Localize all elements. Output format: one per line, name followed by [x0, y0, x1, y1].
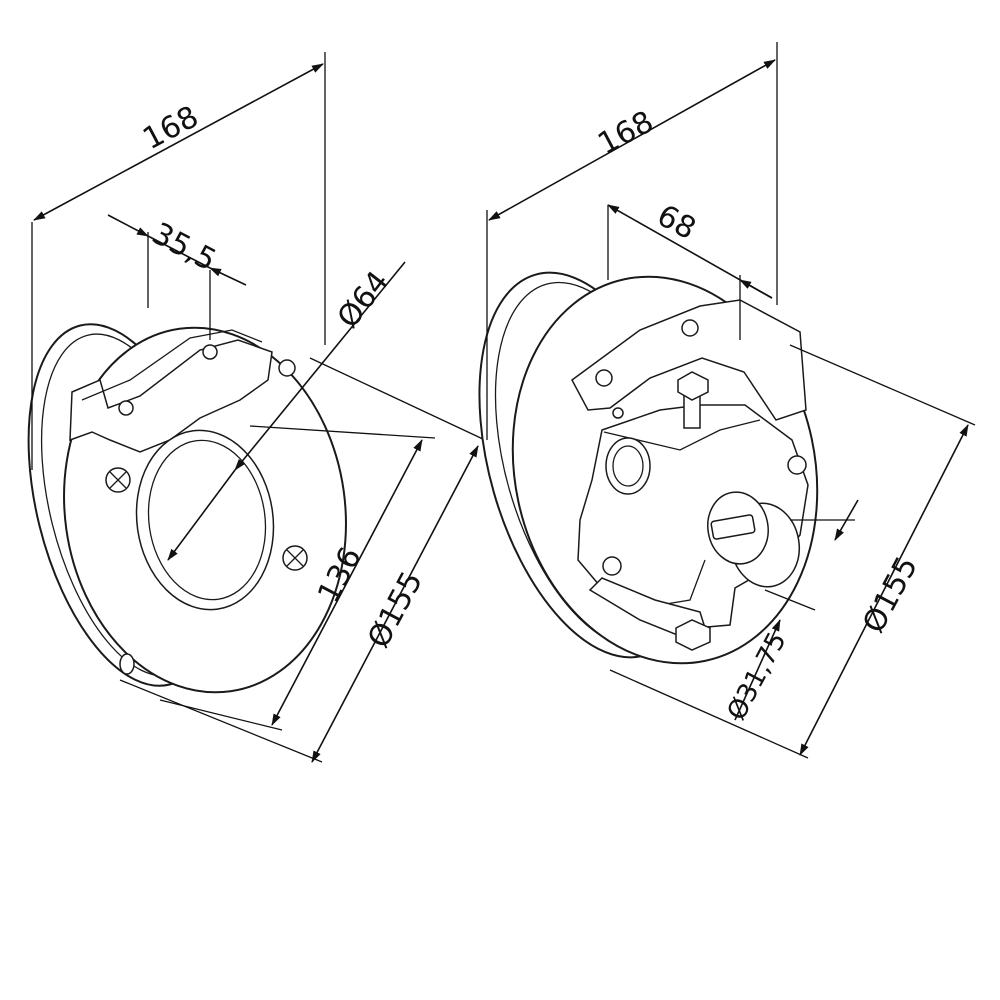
left-flange-bore-inner	[147, 439, 267, 601]
shaft-keyway	[710, 514, 756, 540]
dim-label-68: 68	[651, 198, 701, 247]
dim-label-dia-64: Ø64	[331, 265, 397, 335]
mounting-hole	[787, 455, 807, 475]
right-gearbox-part	[478, 271, 819, 665]
dim-line-dia-31-75	[834, 499, 859, 541]
mounting-hole	[681, 319, 699, 337]
dim-label-168-right: 168	[592, 104, 659, 162]
dim-line-168	[33, 63, 324, 221]
mounting-hole	[202, 344, 218, 360]
gearbox-lower-foot	[588, 577, 706, 641]
screw-icon	[105, 467, 131, 493]
dim-line-dia-155-right	[799, 424, 969, 756]
mounting-hole	[595, 369, 613, 387]
dim-line-dia-155-left	[311, 445, 479, 763]
dim-label-dia-155-right: Ø155	[856, 551, 925, 639]
right-flange-mounting-ring	[571, 299, 807, 421]
screw-icon	[282, 545, 308, 571]
mounting-hole	[118, 400, 134, 416]
dim-line-35-5	[107, 214, 149, 237]
mounting-hole	[612, 407, 624, 419]
mounting-hole	[119, 653, 135, 675]
dim-label-35-5: 35,5	[146, 216, 221, 278]
mounting-hole	[278, 359, 296, 377]
dim-label-168-left: 168	[137, 99, 204, 157]
left-flange-tab-edge	[81, 329, 263, 401]
left-flange-part	[27, 323, 347, 694]
dim-label-dia-155-left: Ø155	[361, 566, 430, 654]
bolt-icon	[675, 619, 711, 651]
bolt-icon	[677, 371, 709, 429]
dim-line-168-right	[488, 59, 776, 221]
dim-line-dia-64	[234, 261, 406, 471]
mounting-hole	[602, 556, 622, 576]
gearbox-edge-line	[603, 419, 761, 451]
